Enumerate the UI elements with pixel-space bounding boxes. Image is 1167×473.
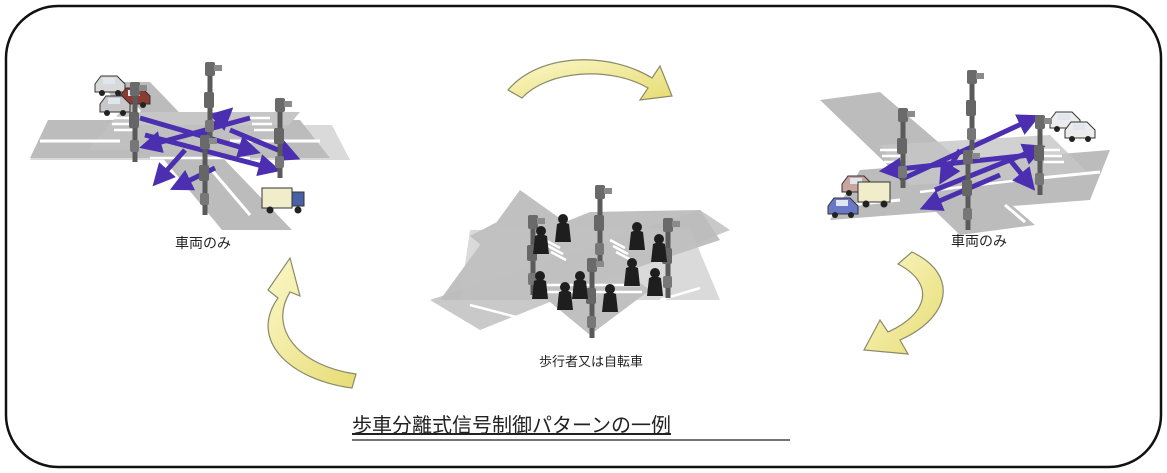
- truck-icon: [261, 187, 305, 214]
- right-intersection-vehicles-only: [820, 70, 1110, 235]
- center-label: 歩行者又は自転車: [539, 355, 643, 370]
- truck-icon: [857, 181, 891, 208]
- diagram-frame: [4, 4, 1163, 469]
- right-label: 車両のみ: [951, 233, 1007, 250]
- diagram-caption: 歩車分離式信号制御パターンの一例: [352, 413, 671, 437]
- left-label: 車両のみ: [175, 235, 231, 252]
- center-intersection-pedestrians: [430, 185, 730, 338]
- left-intersection-vehicles-only: [30, 62, 350, 230]
- cycle-arrow-icon: [267, 59, 944, 389]
